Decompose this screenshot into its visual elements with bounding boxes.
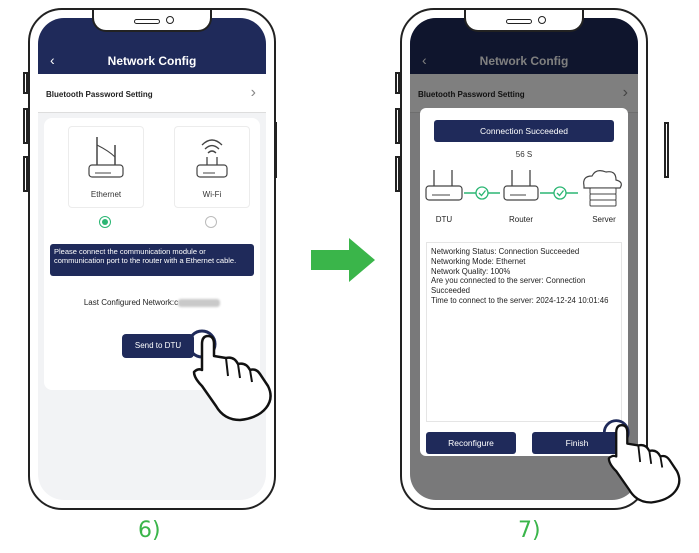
reconfigure-button[interactable]: Reconfigure	[426, 432, 516, 454]
node-label-server: Server	[592, 215, 616, 224]
dtu-device-icon	[425, 170, 463, 201]
network-info-panel: Networking Status: Connection Succeeded …	[426, 242, 622, 422]
step-caption-6: 6)	[138, 518, 161, 543]
info-line: Network Quality: 100%	[431, 266, 511, 276]
info-line: Time to connect to the server: 2024-12-2…	[431, 295, 609, 305]
option-label: Wi-Fi	[202, 190, 222, 199]
page-title: Network Config	[107, 54, 197, 68]
countdown-timer: 56 S	[515, 150, 533, 159]
connection-diagram: DTU Router Server	[425, 170, 622, 224]
ethernet-router-icon	[88, 137, 124, 178]
left-phone-screen: ‹ Network Config Bluetooth Password Sett…	[38, 18, 266, 500]
info-line: Networking Status: Connection Succeeded	[431, 247, 580, 256]
wifi-router-icon	[196, 139, 228, 178]
last-configured-label: Last Configured Network:c	[83, 298, 179, 307]
radio-ethernet[interactable]	[99, 216, 111, 228]
node-label-router: Router	[509, 215, 533, 224]
phone-side-button	[23, 156, 28, 192]
phone-side-button	[23, 72, 28, 94]
send-to-dtu-button[interactable]: Send to DTU	[122, 334, 194, 358]
check-circle-icon	[475, 186, 489, 200]
cloud-server-icon	[583, 170, 622, 207]
phone-side-button	[395, 72, 400, 94]
bluetooth-password-setting-row[interactable]: Bluetooth Password Setting ›	[38, 74, 266, 113]
hand-pointer-icon	[602, 419, 681, 504]
status-banner: Connection Succeeded	[434, 120, 614, 142]
phone-side-button	[23, 108, 28, 144]
option-label: Ethernet	[90, 190, 122, 199]
right-phone-screen: ‹ Network Config Bluetooth Password Sett…	[410, 18, 638, 500]
finish-button[interactable]: Finish	[532, 432, 622, 454]
redacted-network-name	[178, 298, 221, 307]
radio-wifi[interactable]	[205, 216, 217, 228]
chevron-right-icon: ›	[250, 84, 256, 101]
node-label-dtu: DTU	[436, 215, 453, 224]
info-line: Are you connected to the server: Connect…	[431, 276, 588, 296]
left-phone: ‹ Network Config Bluetooth Password Sett…	[28, 8, 276, 510]
instruction-banner: Please connect the communication module …	[50, 244, 254, 276]
phone-side-button	[395, 108, 400, 144]
step-caption-7: 7)	[518, 518, 541, 543]
info-line: Networking Mode: Ethernet	[431, 256, 526, 266]
back-button[interactable]: ‹	[50, 52, 55, 68]
phone-notch	[92, 10, 212, 32]
hand-pointer-icon	[187, 329, 272, 422]
phone-side-button	[664, 122, 669, 178]
router-icon	[503, 170, 539, 201]
phone-notch	[464, 10, 584, 32]
arrow-right-icon	[311, 238, 375, 282]
right-phone: ‹ Network Config Bluetooth Password Sett…	[400, 8, 648, 510]
bluetooth-row-label: Bluetooth Password Setting	[46, 90, 153, 99]
option-ethernet[interactable]: Ethernet	[68, 126, 144, 208]
check-circle-icon	[553, 186, 567, 200]
option-wifi[interactable]: Wi-Fi	[174, 126, 250, 208]
last-configured-network: Last Configured Network:c	[38, 298, 266, 307]
phone-side-button	[395, 156, 400, 192]
connection-result-modal: Connection Succeeded 56 S	[420, 108, 628, 456]
